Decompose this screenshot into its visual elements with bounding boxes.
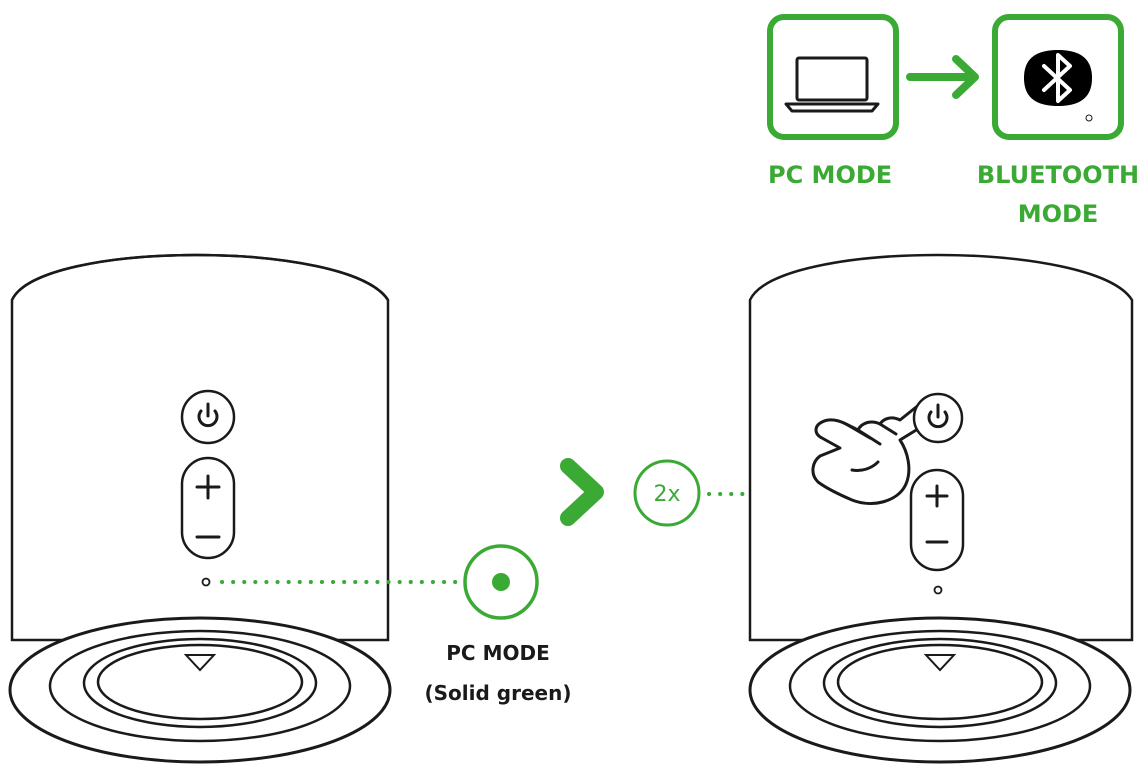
pc-mode-tile [767, 14, 899, 140]
right-volume-rocker [909, 468, 965, 572]
power-icon [927, 403, 949, 429]
indicator-label-line1: PC MODE [446, 641, 549, 665]
pc-mode-label: PC MODE [768, 161, 892, 189]
indicator-label-line2: (Solid green) [425, 681, 572, 705]
press-count-label: 2x [653, 482, 680, 507]
press-count-badge [633, 459, 701, 527]
bluetooth-mode-label-line2: MODE [1018, 200, 1099, 228]
chevron-right-icon [560, 458, 604, 526]
right-power-button [912, 392, 964, 444]
left-power-button [180, 389, 236, 445]
speaker-base [8, 616, 392, 764]
plus-icon [195, 474, 221, 500]
left-volume-rocker [180, 456, 236, 560]
laptop-icon [784, 56, 880, 113]
bluetooth-icon [1024, 50, 1093, 122]
right-speaker [748, 253, 1134, 764]
left-speaker [8, 253, 392, 764]
bluetooth-mode-label-line1: BLUETOOTH [977, 161, 1139, 189]
power-icon [197, 402, 219, 428]
arrow-right-icon [906, 55, 979, 99]
led-indicator-callout [463, 544, 539, 620]
bluetooth-mode-tile [992, 14, 1124, 140]
right-led-indicator [933, 585, 943, 595]
speaker-body [748, 253, 1134, 642]
speaker-base [748, 616, 1132, 764]
plus-icon [925, 484, 949, 508]
left-led-indicator [201, 577, 211, 587]
